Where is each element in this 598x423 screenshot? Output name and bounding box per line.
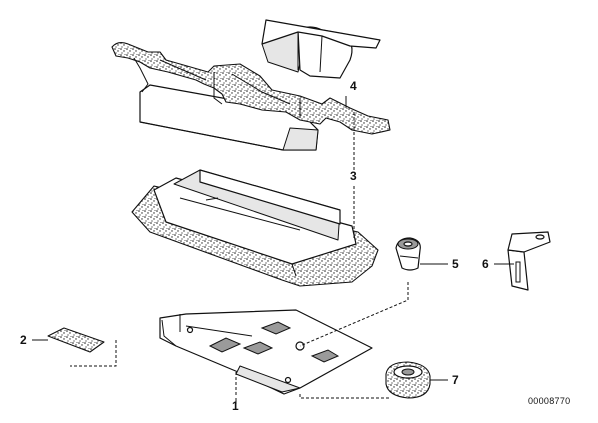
- leader-lines: [32, 96, 514, 404]
- callout-4: 4: [350, 79, 357, 93]
- callout-7: 7: [452, 373, 459, 387]
- grommet-part: [395, 237, 421, 271]
- lamp-housing: [131, 169, 379, 287]
- callout-6: 6: [482, 257, 489, 271]
- callout-1: 1: [232, 399, 239, 413]
- callout-2: 2: [20, 333, 27, 347]
- callout-5: 5: [452, 257, 459, 271]
- gasket-housing: [111, 41, 391, 151]
- adhesive-pad: [47, 327, 105, 353]
- callout-3: 3: [350, 169, 357, 183]
- sliding-cover-clip: [261, 19, 381, 79]
- base-plate: [159, 309, 373, 395]
- round-nut: [385, 361, 431, 399]
- reference-number: 00008770: [528, 396, 570, 406]
- mounting-bracket: [507, 231, 551, 291]
